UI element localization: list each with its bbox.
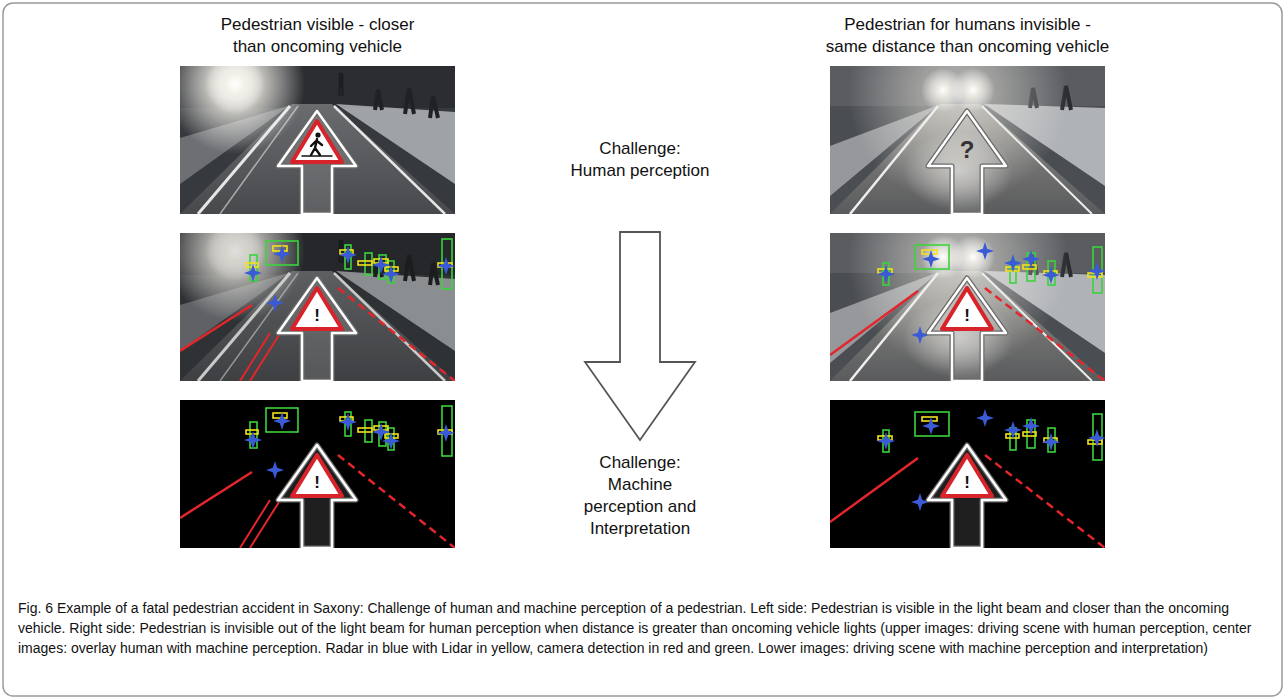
flow-arrow — [585, 232, 695, 440]
black-ground — [180, 400, 455, 548]
illustration-part — [165, 14, 455, 214]
challenge-label: Challenge: Machine perception and Interp… — [575, 452, 705, 540]
illustration-part — [278, 445, 356, 548]
warning-mark: ! — [964, 474, 970, 491]
warning-mark: ! — [314, 307, 320, 324]
warning-mark: ! — [314, 474, 320, 491]
illustration-part — [278, 278, 356, 381]
illustration-part — [928, 111, 1006, 214]
warning-mark: ! — [964, 307, 970, 324]
illustration-part — [180, 239, 455, 381]
machine-panel — [180, 400, 455, 548]
figure-caption: Fig. 6 Example of a fatal pedestrian acc… — [18, 598, 1267, 658]
dim-layer — [180, 233, 455, 381]
illustration-part — [928, 278, 1006, 381]
illustration-part — [928, 445, 1006, 548]
black-ground — [830, 400, 1105, 548]
photo-panel — [165, 14, 455, 214]
illustration-part — [180, 406, 455, 548]
illustration-part — [830, 242, 1106, 381]
question-mark: ? — [960, 138, 975, 162]
illustration-part — [278, 111, 356, 214]
challenge-label: Challenge: Human perception — [570, 138, 710, 182]
column-heading: Pedestrian for humans invisible - same d… — [824, 14, 1112, 58]
overlay-panel — [830, 151, 1106, 381]
illustration-part — [830, 409, 1106, 548]
machine-panel — [830, 400, 1106, 548]
overlay-panel — [165, 181, 455, 381]
column-heading: Pedestrian visible - closer than oncomin… — [210, 14, 425, 58]
illustration-part — [165, 181, 455, 381]
illustration-part — [830, 151, 1105, 381]
